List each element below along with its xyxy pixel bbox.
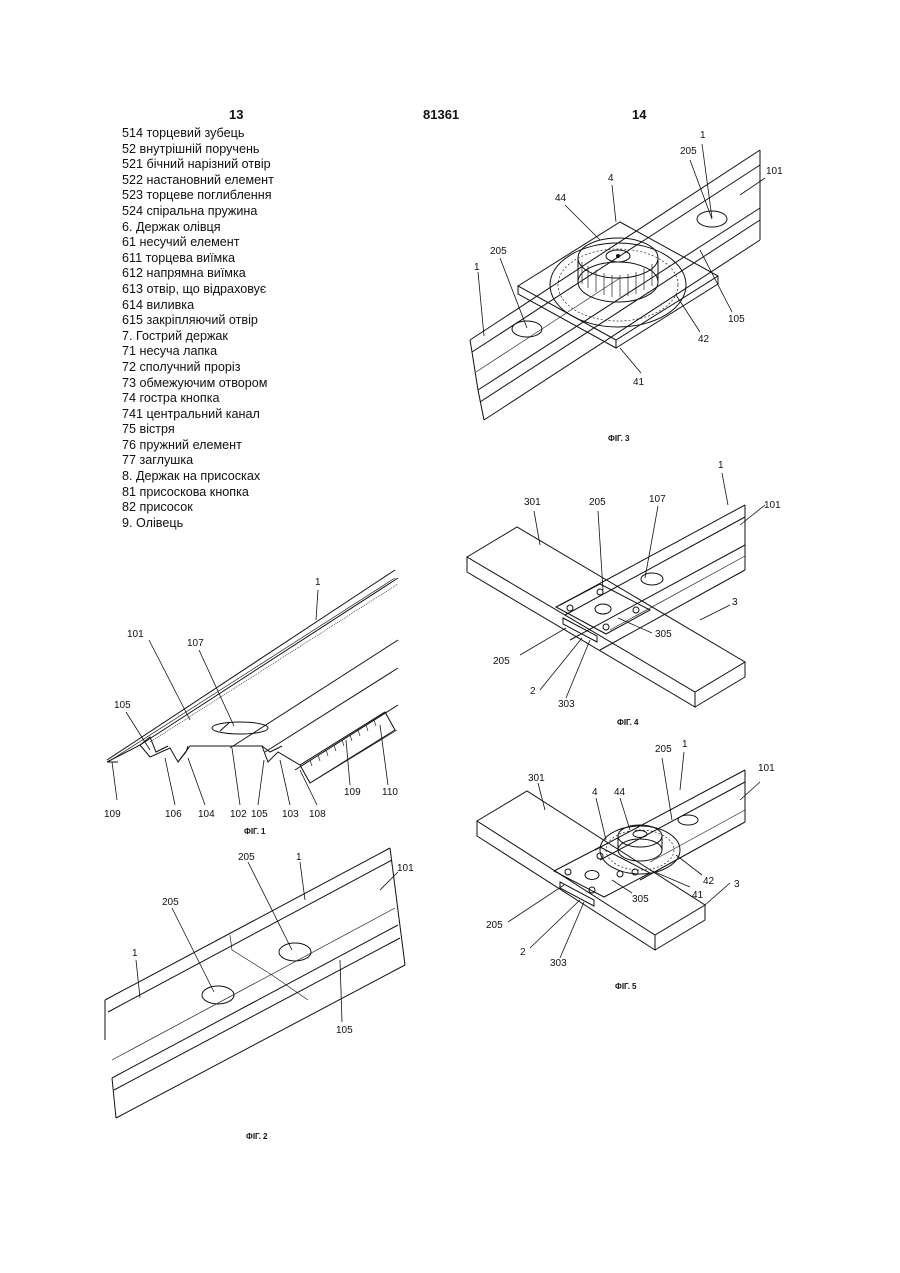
label-102: 102 <box>230 809 247 820</box>
label-44: 44 <box>614 787 626 798</box>
label-101: 101 <box>766 166 783 177</box>
figure-1-caption: ФІГ. 1 <box>244 827 266 836</box>
label-107: 107 <box>649 494 666 505</box>
label-2: 2 <box>530 686 536 697</box>
figure-3-drawing: 1 205 101 4 44 205 1 105 42 41 ФІГ. 3 <box>470 130 783 443</box>
label-105: 105 <box>251 809 268 820</box>
label-1: 1 <box>682 739 688 750</box>
label-104: 104 <box>198 809 215 820</box>
label-101: 101 <box>397 863 414 874</box>
label-205: 205 <box>589 497 606 508</box>
label-305: 305 <box>655 629 672 640</box>
label-205: 205 <box>162 897 179 908</box>
label-105: 105 <box>336 1025 353 1036</box>
label-205: 205 <box>486 920 503 931</box>
label-106: 106 <box>165 809 182 820</box>
figure-5-drawing: 205 1 101 301 4 44 42 41 3 305 205 2 303… <box>477 739 775 991</box>
label-109: 109 <box>344 787 361 798</box>
label-1: 1 <box>296 852 302 863</box>
label-205: 205 <box>238 852 255 863</box>
figure-3-caption: ФІГ. 3 <box>608 434 630 443</box>
figure-2-drawing: 205 1 101 205 1 105 ФІГ. 2 <box>105 848 414 1141</box>
label-4: 4 <box>608 173 614 184</box>
label-205: 205 <box>680 146 697 157</box>
figure-1-drawing: 1 101 107 105 109 106 104 102 105 103 10… <box>104 570 398 836</box>
label-41: 41 <box>633 377 645 388</box>
label-103: 103 <box>282 809 299 820</box>
label-2: 2 <box>520 947 526 958</box>
label-3: 3 <box>734 879 740 890</box>
label-42: 42 <box>698 334 710 345</box>
label-1: 1 <box>700 130 706 141</box>
label-105: 105 <box>728 314 745 325</box>
figure-2-caption: ФІГ. 2 <box>246 1132 268 1141</box>
label-205: 205 <box>655 744 672 755</box>
label-101: 101 <box>758 763 775 774</box>
label-109: 109 <box>104 809 121 820</box>
label-1: 1 <box>474 262 480 273</box>
label-205: 205 <box>493 656 510 667</box>
label-305: 305 <box>632 894 649 905</box>
label-108: 108 <box>309 809 326 820</box>
label-101: 101 <box>127 629 144 640</box>
label-303: 303 <box>550 958 567 969</box>
label-42: 42 <box>703 876 715 887</box>
figure-4-caption: ФІГ. 4 <box>617 718 639 727</box>
label-1: 1 <box>132 948 138 959</box>
figure-5-caption: ФІГ. 5 <box>615 982 637 991</box>
label-41: 41 <box>692 890 704 901</box>
label-1: 1 <box>315 577 321 588</box>
label-101: 101 <box>764 500 781 511</box>
label-303: 303 <box>558 699 575 710</box>
label-301: 301 <box>528 773 545 784</box>
label-105: 105 <box>114 700 131 711</box>
label-3: 3 <box>732 597 738 608</box>
label-301: 301 <box>524 497 541 508</box>
label-44: 44 <box>555 193 567 204</box>
label-4: 4 <box>592 787 598 798</box>
label-205: 205 <box>490 246 507 257</box>
label-1: 1 <box>718 460 724 471</box>
figure-4-drawing: 1 301 205 107 101 3 305 205 2 303 ФІГ. 4 <box>467 460 781 727</box>
label-110: 110 <box>382 787 398 798</box>
label-107: 107 <box>187 638 204 649</box>
